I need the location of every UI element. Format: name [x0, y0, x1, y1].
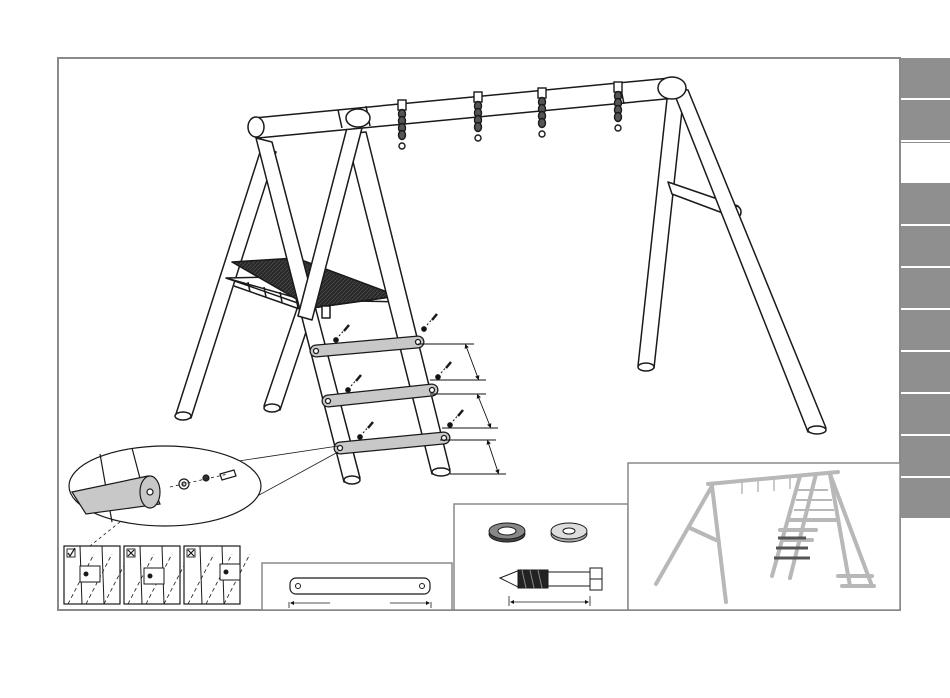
spacing-dimension-1: [418, 344, 486, 380]
ladder-rung-1: [314, 314, 438, 354]
right-back-leg: [638, 90, 684, 371]
swing-hook-4: [614, 82, 622, 131]
swing-set: [175, 77, 826, 484]
check-icon: [67, 548, 75, 557]
rung-part: [290, 578, 430, 594]
screw-detail-callout: [69, 446, 338, 546]
swing-hook-3: [538, 88, 546, 137]
flat-washer: [551, 523, 587, 542]
cross-icon: [187, 549, 195, 557]
swing-hook-1: [398, 100, 406, 149]
spring-washer: [489, 523, 525, 542]
ladder-rung-3: [338, 410, 464, 451]
orientation-checklist: [64, 546, 250, 604]
spacing-dimension-2: [430, 394, 498, 428]
checklist-box-2: [124, 546, 190, 604]
cross-icon: [127, 549, 135, 557]
hardware-panel: [454, 504, 628, 610]
checklist-box-3: [184, 546, 250, 604]
rung-length-panel: [262, 563, 452, 610]
ladder-rail: [346, 132, 450, 476]
swing-hook-2: [474, 92, 482, 141]
right-front-leg: [672, 88, 826, 434]
overview-inset: [628, 463, 900, 610]
checklist-box-1: [64, 546, 130, 604]
